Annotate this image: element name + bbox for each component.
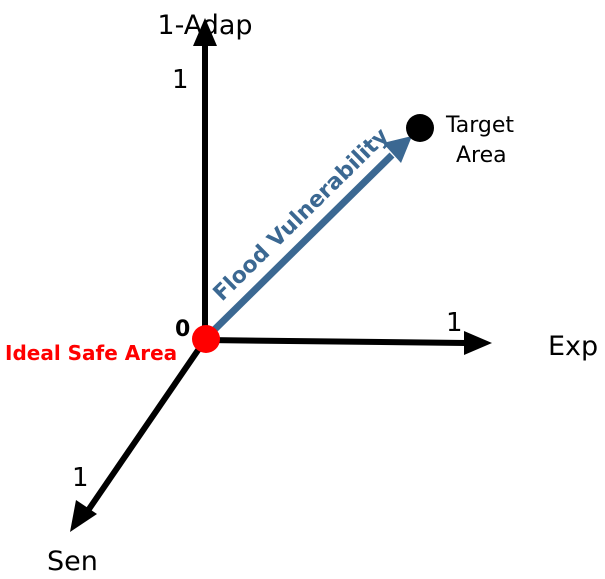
target-label-line1: Target [445, 113, 514, 138]
vertical-axis-arrowhead [193, 18, 217, 46]
target-point [406, 114, 434, 142]
vulnerability-vector-arrowhead [383, 136, 412, 163]
vulnerability-vector [207, 136, 412, 337]
vertical-axis-label: 1-Adap [157, 10, 252, 41]
horizontal-axis-tick: 1 [446, 308, 463, 338]
vertical-axis [193, 18, 217, 340]
diagonal-axis [70, 338, 208, 532]
diagonal-axis-label: Sen [47, 546, 98, 577]
horizontal-axis [204, 331, 492, 355]
diagonal-axis-tick: 1 [72, 463, 89, 493]
horizontal-axis-arrowhead [464, 331, 492, 355]
origin-point [192, 325, 220, 353]
diagonal-axis-arrowhead [70, 500, 97, 532]
target-label-line2: Area [456, 143, 507, 168]
ideal-safe-area-label: Ideal Safe Area [5, 341, 177, 365]
vulnerability-label: Flood Vulnerability [209, 124, 394, 307]
origin-tick: 0 [175, 317, 190, 342]
horizontal-axis-label: Exp [548, 331, 598, 362]
vertical-axis-tick: 1 [172, 65, 189, 95]
